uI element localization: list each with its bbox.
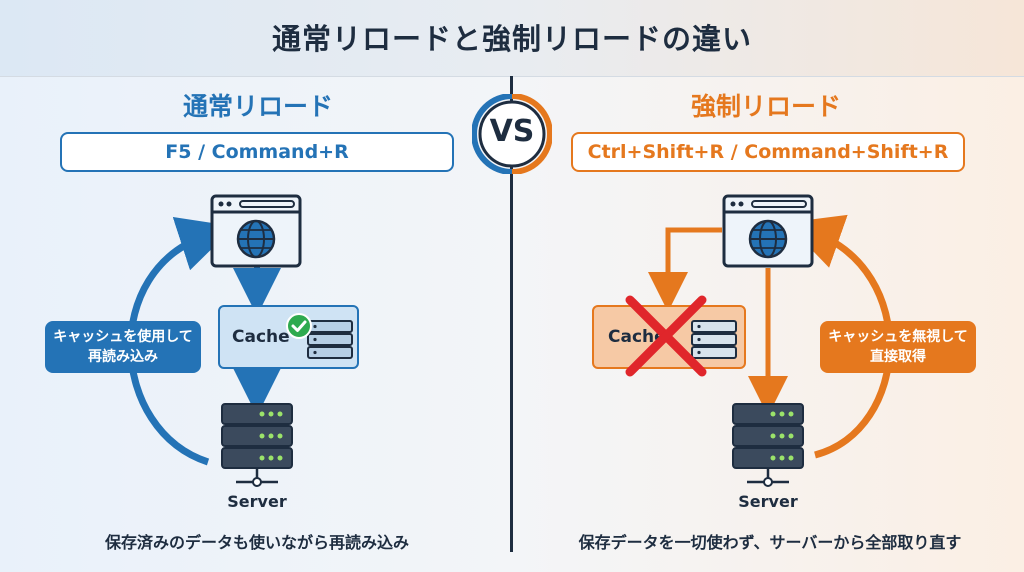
force-pill-line2: 直接取得 (870, 349, 926, 365)
force-reload-heading: 強制リロード (690, 92, 841, 121)
cross-icon (625, 295, 707, 377)
check-icon (286, 313, 312, 339)
title-bar: 通常リロードと強制リロードの違い (0, 0, 1024, 77)
vs-badge (472, 94, 552, 174)
force-reload-shortcut: Ctrl+Shift+R / Command+Shift+R (571, 132, 965, 172)
right-server-icon (732, 403, 804, 487)
normal-reload-heading: 通常リロード (182, 92, 333, 121)
page-title: 通常リロードと強制リロードの違い (271, 22, 752, 56)
normal-reload-pill: キャッシュを使用して 再読み込み (45, 321, 201, 373)
left-server-icon (221, 403, 293, 487)
center-divider (510, 76, 513, 552)
right-server-label: Server (738, 492, 798, 511)
vs-label: VS (489, 114, 535, 149)
right-browser-to-cache-arrow (648, 227, 722, 312)
right-cache-storage-icon (691, 320, 737, 359)
left-cache-storage-icon (307, 320, 353, 359)
right-browser-icon (722, 194, 814, 268)
left-cache-label: Cache (232, 327, 290, 347)
left-browser-icon (210, 194, 302, 268)
force-reload-pill: キャッシュを無視して 直接取得 (820, 321, 976, 373)
force-pill-line1: キャッシュを無視して (828, 329, 968, 345)
normal-reload-caption: 保存済みのデータも使いながら再読み込み (104, 533, 409, 552)
left-server-label: Server (227, 492, 287, 511)
right-cache-label: Cache (608, 327, 666, 347)
left-cache-box: Cache (218, 305, 359, 369)
force-reload-caption: 保存データを一切使わず、サーバーから全部取り直す (578, 533, 962, 552)
normal-pill-line2: 再読み込み (88, 349, 158, 365)
normal-pill-line1: キャッシュを使用して (53, 329, 193, 345)
normal-reload-shortcut: F5 / Command+R (60, 132, 454, 172)
